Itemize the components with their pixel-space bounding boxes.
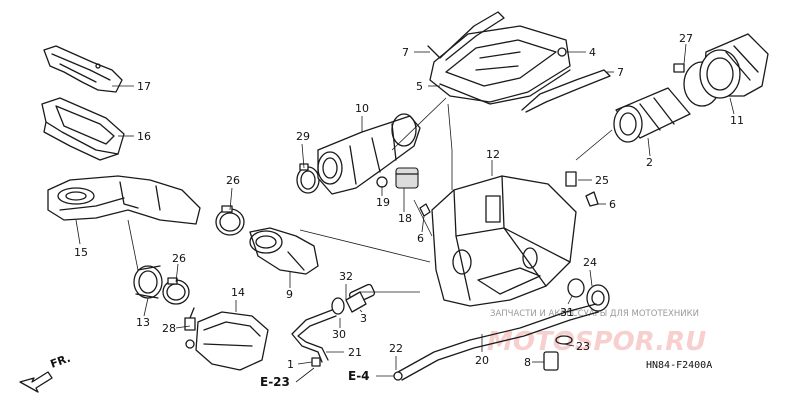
watermark-logo: MOTOSPOR.RU	[487, 327, 706, 357]
ref-e4: E-4	[348, 369, 370, 383]
part-3-joint	[345, 291, 367, 313]
callout-6-left: 6	[417, 232, 424, 245]
watermark: ЗАПЧАСТИ И АКСЕССУАРЫ ДЛЯ МОТОТЕХНИКИ MO…	[487, 309, 706, 357]
part-31-grommet	[567, 278, 585, 298]
part-20-tube	[397, 303, 599, 381]
part-19-clip	[376, 176, 388, 188]
part-6-clip-right	[585, 191, 599, 207]
part-13-band	[133, 265, 163, 299]
part-16-frame	[41, 97, 125, 161]
callout-29: 29	[296, 130, 310, 143]
part-21-tube	[291, 309, 337, 363]
callout-23: 23	[576, 340, 590, 353]
front-direction-indicator: FR.	[19, 352, 73, 393]
callout-18: 18	[398, 212, 412, 225]
front-label: FR.	[49, 352, 73, 371]
callout-22: 22	[389, 342, 403, 355]
part-12-box	[431, 175, 577, 307]
callout-12: 12	[486, 148, 500, 161]
callout-13: 13	[136, 316, 150, 329]
callout-21: 21	[348, 346, 362, 359]
callout-20: 20	[475, 354, 489, 367]
part-22-clip	[393, 371, 403, 381]
part-7-strap-left	[427, 11, 505, 61]
part-30-clamp	[331, 297, 345, 315]
callout-27: 27	[679, 32, 693, 45]
callout-28: 28	[162, 322, 176, 335]
part-1-clip	[311, 357, 321, 367]
part-8-plug	[543, 351, 559, 371]
part-10-joint	[317, 113, 421, 195]
callout-leaders	[75, 43, 735, 370]
callout-8: 8	[524, 356, 531, 369]
part-6-clip-left	[419, 203, 431, 217]
assembly-lines	[127, 97, 613, 293]
watermark-caption: ЗАПЧАСТИ И АКСЕССУАРЫ ДЛЯ МОТОТЕХНИКИ	[490, 309, 699, 319]
callout-11: 11	[730, 114, 744, 127]
callout-31: 31	[560, 306, 574, 319]
callout-9: 9	[286, 288, 293, 301]
part-4-screw	[557, 47, 567, 57]
part-29-clamp	[296, 163, 320, 194]
part-26-clamp-upper	[215, 205, 245, 236]
ref-e23: E-23	[260, 375, 290, 389]
part-28-bolt	[184, 307, 196, 331]
callout-5: 5	[416, 80, 423, 93]
callout-6-right: 6	[609, 198, 616, 211]
part-15-duct	[47, 175, 201, 225]
callout-7-left: 7	[402, 46, 409, 59]
part-5-lid	[429, 25, 571, 105]
callout-26-lower: 26	[172, 252, 186, 265]
part-2-element	[613, 87, 691, 143]
callout-7-right: 7	[617, 66, 624, 79]
callout-1: 1	[287, 358, 294, 371]
callout-30: 30	[332, 328, 346, 341]
part-17-cover	[43, 45, 123, 93]
callout-16: 16	[137, 130, 151, 143]
callout-4: 4	[589, 46, 596, 59]
part-11-filter	[699, 33, 769, 99]
callout-2: 2	[646, 156, 653, 169]
callout-32: 32	[339, 270, 353, 283]
part-25-bolt	[565, 171, 577, 187]
callout-17: 17	[137, 80, 151, 93]
callout-14: 14	[231, 286, 245, 299]
callout-19: 19	[376, 196, 390, 209]
callout-24: 24	[583, 256, 597, 269]
callout-25: 25	[595, 174, 609, 187]
callout-15: 15	[74, 246, 88, 259]
diagram-code: HN84-F2400A	[646, 360, 712, 371]
callout-3: 3	[360, 312, 367, 325]
part-24-grommet	[586, 284, 610, 312]
part-14-cover	[185, 311, 269, 371]
part-7-strap-right	[521, 69, 611, 113]
callout-10: 10	[355, 102, 369, 115]
callout-labels: 17 16 15 26 26 13 28 14 9 29 10 19 18 6 …	[74, 32, 744, 371]
part-18-block	[395, 167, 419, 189]
front-arrow-icon	[19, 371, 53, 393]
callout-26-upper: 26	[226, 174, 240, 187]
reference-codes: E-23 E-4	[260, 367, 394, 389]
part-9-joint	[249, 227, 319, 275]
